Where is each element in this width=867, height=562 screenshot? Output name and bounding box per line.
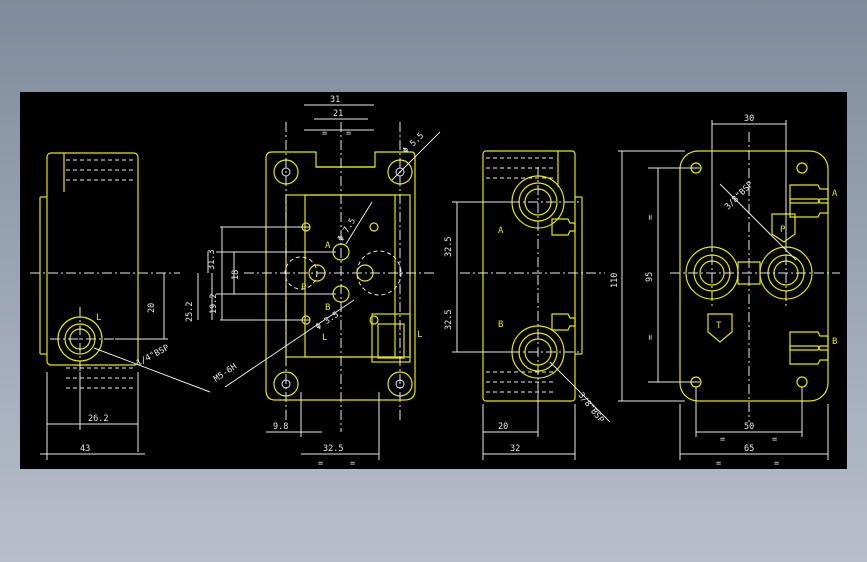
port-label-l2: L bbox=[417, 330, 422, 340]
dim-31-3: 31.3 bbox=[207, 250, 217, 270]
port-label-l: L bbox=[322, 333, 327, 343]
eq-mark-r2-4: = bbox=[774, 459, 779, 469]
eq-mark-r2-3: = bbox=[716, 459, 721, 469]
port-label-a: A bbox=[498, 226, 504, 236]
dim-32-5b: 32.5 bbox=[444, 310, 454, 330]
port-label-b: B bbox=[832, 337, 837, 347]
dim-dia-3-5: Φ 3.5 bbox=[314, 310, 341, 333]
dim-20: 20 bbox=[498, 422, 508, 432]
cad-drawing-canvas: L 1/4"BSP 20 26.2 43 bbox=[20, 92, 847, 469]
thread-note-left: 1/4"BSP bbox=[135, 343, 171, 369]
dim-30: 30 bbox=[744, 114, 754, 124]
eq-mark-r2-2: = bbox=[772, 435, 777, 445]
port-label-a: A bbox=[325, 241, 331, 251]
dim-32-5: 32.5 bbox=[323, 444, 343, 454]
dim-9-8: 9.8 bbox=[273, 422, 288, 432]
port-label-l: L bbox=[96, 313, 101, 323]
port-label-b: B bbox=[498, 320, 503, 330]
top-view-middle: A B P L L 31 21 = = Φ 5.5 Φ 7.5 Φ 3.5 M5… bbox=[185, 95, 441, 469]
dim-95: 95 bbox=[645, 272, 655, 282]
side-view-left: L 1/4"BSP 20 26.2 43 bbox=[30, 152, 211, 460]
port-label-p: P bbox=[780, 225, 786, 235]
port-label-a: A bbox=[832, 189, 838, 199]
cad-drawing: L 1/4"BSP 20 26.2 43 bbox=[30, 95, 840, 469]
port-label-p: P bbox=[301, 283, 307, 293]
eq-mark-r1-2: = bbox=[646, 335, 656, 340]
dim-20: 20 bbox=[147, 303, 157, 313]
eq-mark-r2-1: = bbox=[720, 435, 725, 445]
dim-25-2: 25.2 bbox=[185, 302, 195, 322]
top-view-right-2: A B P T 3/8"BSP 30 110 95 50 = = 65 = = bbox=[610, 114, 840, 469]
thread-note-right1: 3/8"BSP bbox=[576, 391, 606, 425]
dim-19-2: 19.2 bbox=[209, 294, 219, 314]
dim-26-2: 26.2 bbox=[88, 414, 108, 424]
eq-mark-r1-1: = bbox=[646, 215, 656, 220]
port-label-t: T bbox=[716, 321, 722, 331]
eq-mark-4: = bbox=[350, 459, 355, 469]
dim-32: 32 bbox=[510, 444, 520, 454]
dim-50: 50 bbox=[744, 422, 754, 432]
dim-21: 21 bbox=[333, 109, 343, 119]
side-view-right-1: A B 3/8"BSP 32.5 32.5 20 32 = = bbox=[444, 150, 656, 460]
dim-65: 65 bbox=[744, 444, 754, 454]
eq-mark-2: = bbox=[346, 129, 351, 139]
thread-note-right2: 3/8"BSP bbox=[723, 180, 755, 212]
dim-43: 43 bbox=[80, 444, 90, 454]
eq-mark-3: = bbox=[318, 459, 323, 469]
dim-31: 31 bbox=[330, 95, 340, 105]
port-label-b: B bbox=[325, 303, 330, 313]
eq-mark-1: = bbox=[322, 129, 327, 139]
dim-32-5a: 32.5 bbox=[444, 237, 454, 257]
dim-110: 110 bbox=[610, 273, 620, 288]
dim-18: 18 bbox=[231, 270, 241, 280]
dim-m5: M5-6H bbox=[212, 362, 239, 385]
